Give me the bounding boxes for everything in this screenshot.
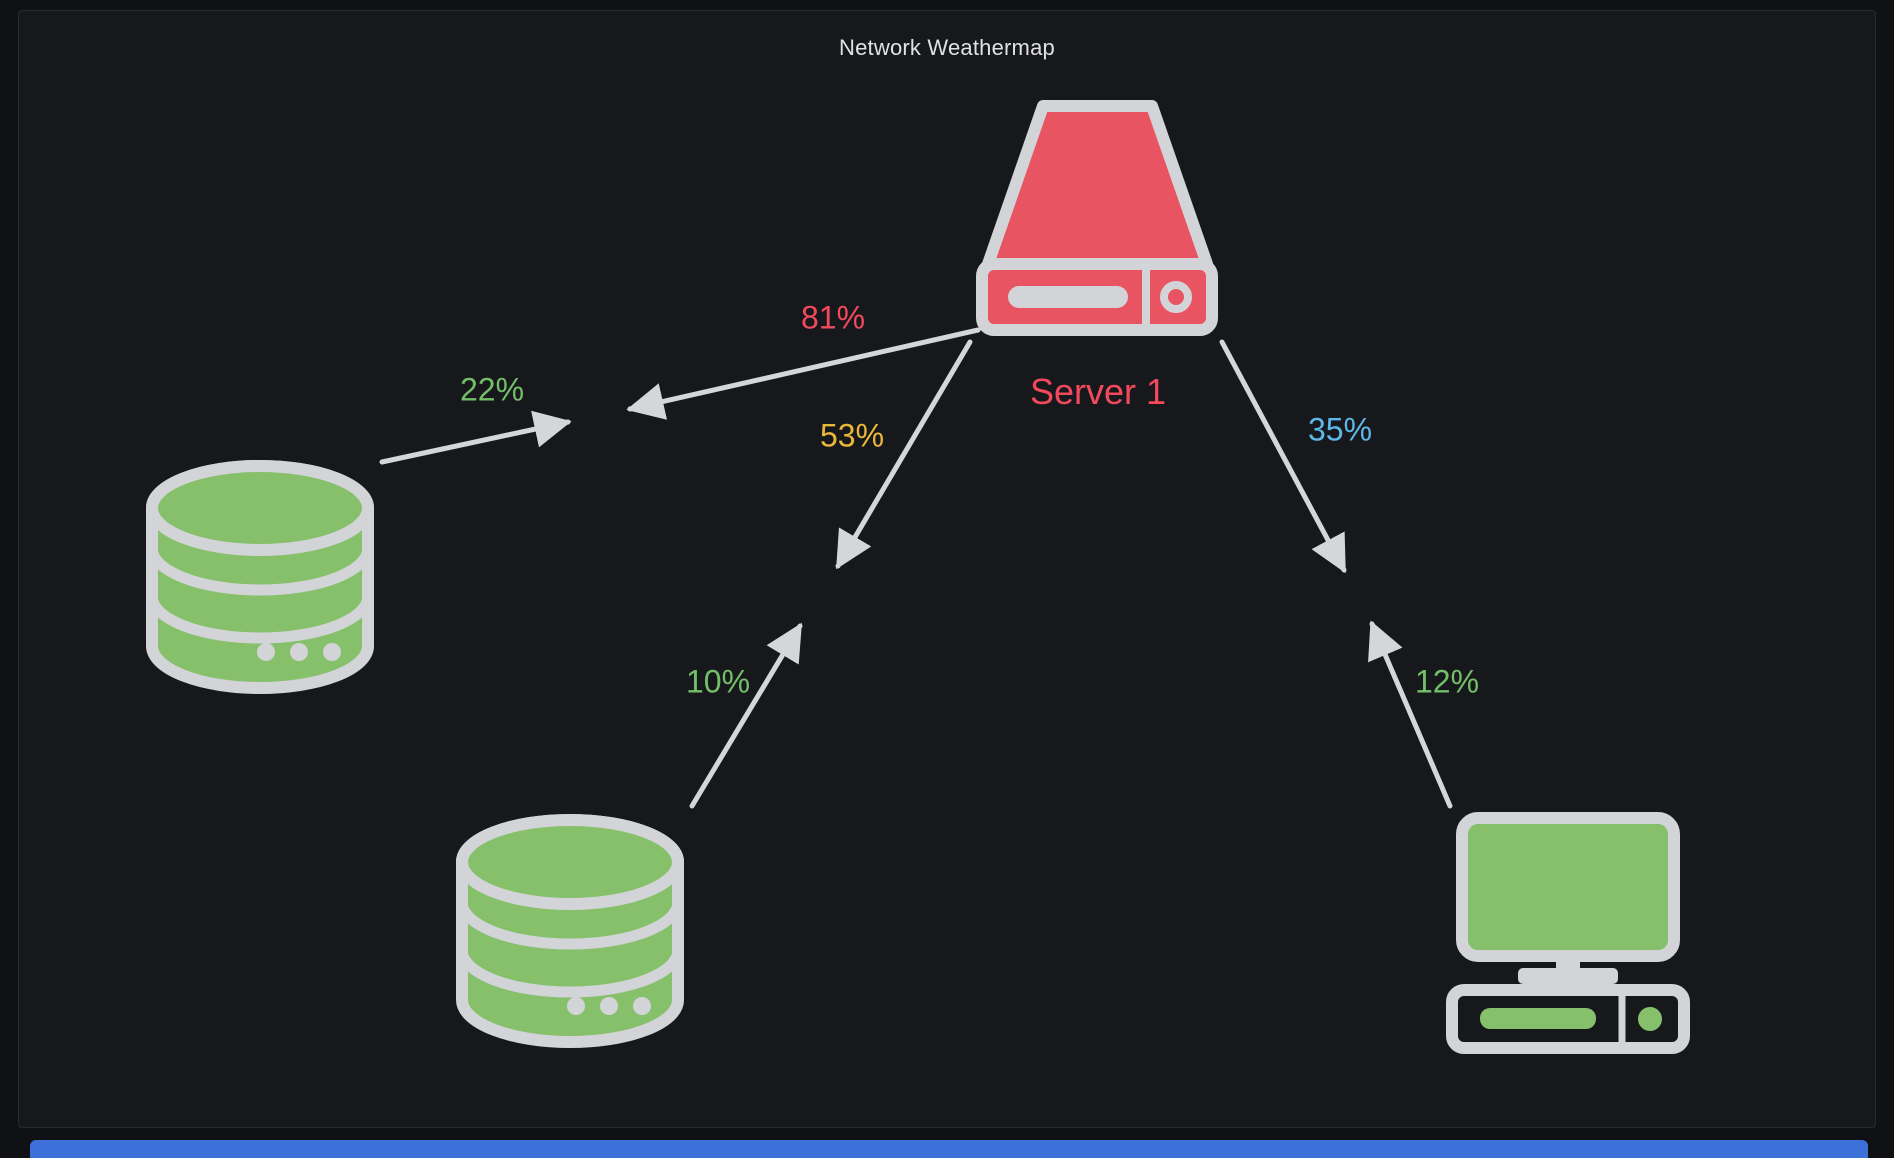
link-server-to-database-bottom[interactable]: [689, 339, 973, 809]
database-band: [456, 944, 684, 998]
computer-base: [1446, 984, 1690, 1054]
utilization-label-server-to-db-left: 81%: [800, 299, 866, 336]
database-dot: [257, 643, 275, 661]
database-band: [456, 896, 684, 950]
panel-title[interactable]: Network Weathermap: [839, 35, 1055, 60]
database-top: [146, 460, 374, 556]
link-line-server-out[interactable]: [1219, 339, 1347, 574]
computer-drive-slot: [1480, 1008, 1596, 1029]
link-server-to-database-left[interactable]: [379, 327, 981, 465]
database-dot: [600, 997, 618, 1015]
computer-monitor: [1456, 812, 1680, 962]
database-band: [146, 590, 374, 644]
node-label-server: Server 1: [1029, 371, 1167, 412]
database-dot: [567, 997, 585, 1015]
utilization-label-db-left-to-server: 22%: [459, 371, 525, 408]
link-server-to-workstation[interactable]: [1219, 339, 1453, 809]
database-band: [146, 542, 374, 596]
link-line-server-out[interactable]: [626, 327, 981, 420]
computer-stand-foot: [1518, 968, 1618, 984]
database-dot: [633, 997, 651, 1015]
computer-icon[interactable]: [1446, 812, 1690, 1054]
utilization-label-workstation-to-server: 12%: [1414, 663, 1480, 700]
database-top: [456, 814, 684, 910]
link-line-database-left-out[interactable]: [379, 410, 572, 465]
server-icon[interactable]: [976, 100, 1218, 336]
utilization-label-server-to-db-bottom: 53%: [819, 417, 885, 454]
adjacent-panel-top-edge[interactable]: [30, 1140, 1868, 1158]
link-line-server-out[interactable]: [835, 339, 973, 570]
utilization-label-server-to-workstation: 35%: [1307, 411, 1373, 448]
link-line-workstation-out[interactable]: [1368, 620, 1453, 809]
database-dot: [290, 643, 308, 661]
utilization-label-db-bottom-to-server: 10%: [685, 663, 751, 700]
server-led: [1160, 281, 1192, 313]
link-line-database-bottom-out[interactable]: [689, 622, 803, 809]
database-icon-left[interactable]: [146, 460, 374, 694]
database-dot: [323, 643, 341, 661]
server-chassis: [982, 100, 1213, 270]
database-icon-bottom[interactable]: [456, 814, 684, 1048]
server-drive-slot: [1008, 286, 1128, 308]
computer-led: [1638, 1007, 1662, 1031]
